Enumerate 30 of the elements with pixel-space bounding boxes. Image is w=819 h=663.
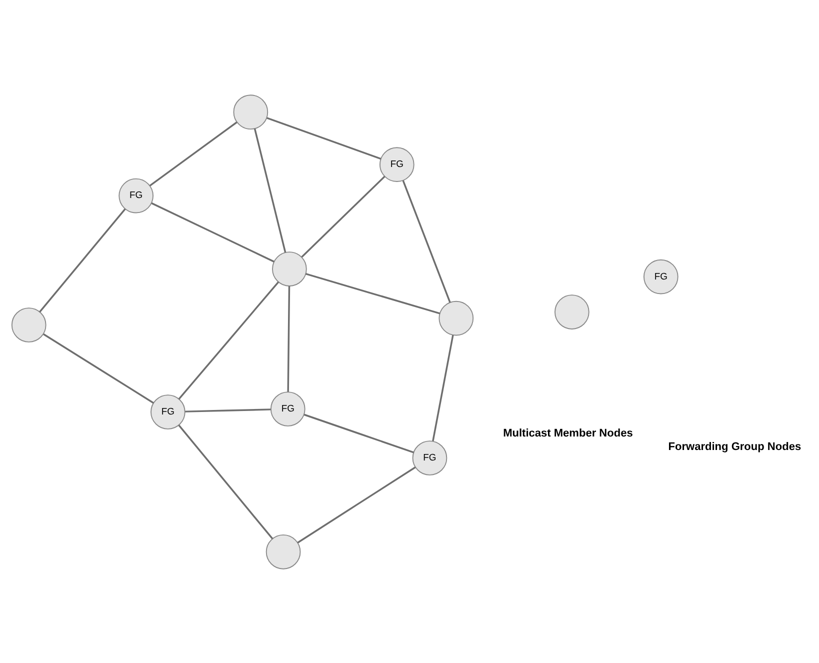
connector <box>43 332 154 404</box>
node-circle <box>554 294 590 329</box>
connector <box>266 116 382 160</box>
connector <box>304 413 414 453</box>
node-circle <box>233 94 268 130</box>
connector <box>178 280 280 400</box>
node-circle: FG <box>150 394 186 429</box>
node-circle: FG <box>412 440 448 475</box>
connector <box>39 208 126 312</box>
connector <box>402 180 451 302</box>
node-circle: FG <box>643 258 678 294</box>
node-circle <box>11 307 46 342</box>
legend-label: Multicast Member Nodes <box>503 426 633 439</box>
connector <box>432 334 454 441</box>
node-circle: FG <box>380 146 414 182</box>
connector <box>178 424 274 539</box>
node-circle <box>438 300 474 336</box>
node-circle <box>266 534 301 569</box>
connector <box>287 286 290 392</box>
node-circle <box>272 251 307 286</box>
legend-label: Forwarding Group Nodes <box>668 440 802 452</box>
node-circle: FG <box>270 391 306 426</box>
node-circle: FG <box>118 178 154 213</box>
connector <box>151 202 274 262</box>
connector <box>305 272 440 314</box>
connector <box>185 408 271 412</box>
connector <box>149 121 238 186</box>
connector <box>254 128 286 252</box>
connector <box>301 175 386 258</box>
connector <box>297 466 416 543</box>
